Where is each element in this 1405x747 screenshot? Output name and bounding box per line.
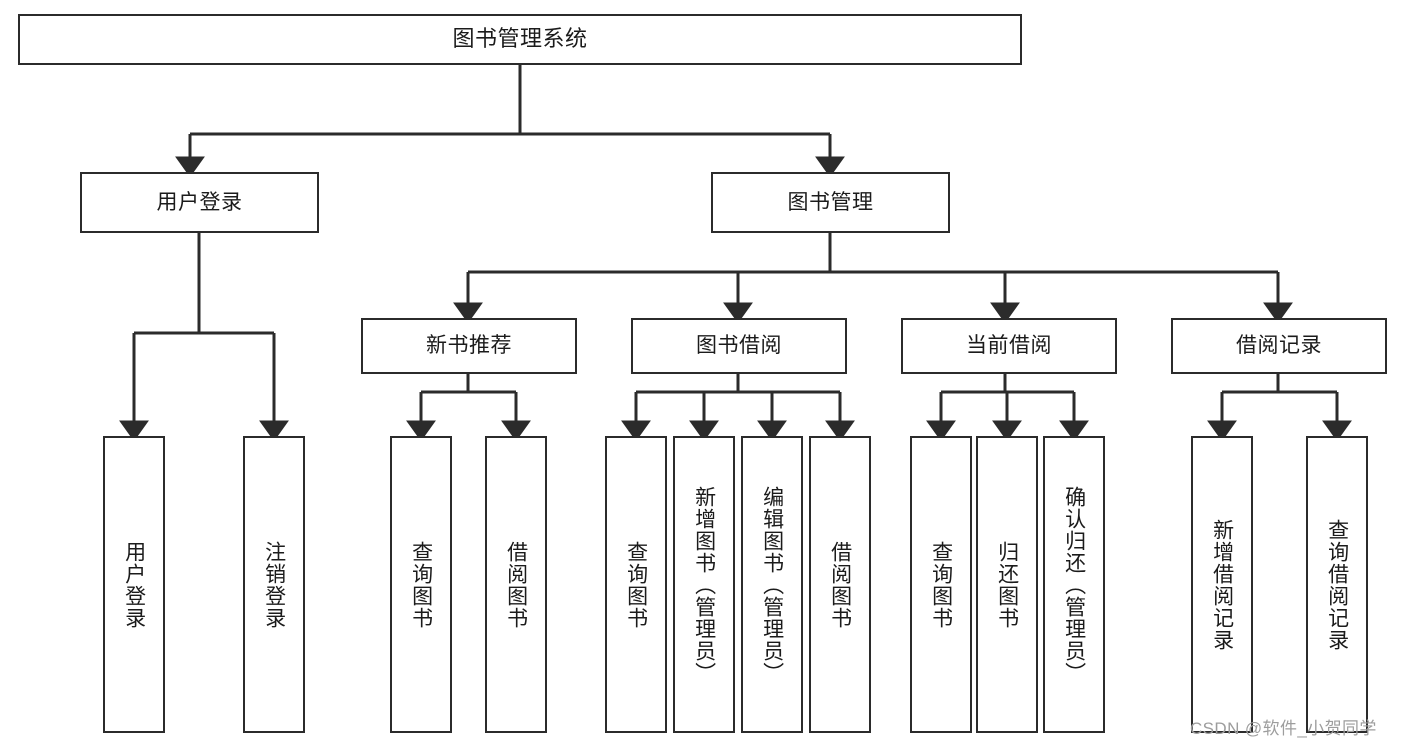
node-label: 新增图书（管理员）: [692, 485, 716, 684]
node-leaf-logout[interactable]: 注销登录: [243, 436, 305, 733]
node-label: 借阅图书: [828, 540, 852, 629]
node-label: 用户登录: [122, 540, 146, 629]
node-current-borrow[interactable]: 当前借阅: [901, 318, 1117, 374]
node-label: 注销登录: [262, 540, 286, 629]
node-user-login[interactable]: 用户登录: [80, 172, 319, 233]
node-leaf-user-login[interactable]: 用户登录: [103, 436, 165, 733]
node-label: 新增借阅记录: [1210, 518, 1234, 651]
node-book-borrow[interactable]: 图书借阅: [631, 318, 847, 374]
node-label: 当前借阅: [966, 334, 1052, 358]
node-label: 借阅图书: [504, 540, 528, 629]
node-leaf-borrow-book[interactable]: 借阅图书: [809, 436, 871, 733]
node-label: 编辑图书（管理员）: [760, 485, 784, 684]
watermark-text: CSDN @软件_小贺同学: [1190, 719, 1377, 738]
node-label: 查询图书: [409, 540, 433, 629]
node-leaf-confirm-return-admin[interactable]: 确认归还（管理员）: [1043, 436, 1105, 733]
node-leaf-edit-book-admin[interactable]: 编辑图书（管理员）: [741, 436, 803, 733]
node-borrow-record[interactable]: 借阅记录: [1171, 318, 1387, 374]
node-leaf-add-borrow-record[interactable]: 新增借阅记录: [1191, 436, 1253, 733]
node-label: 图书管理: [787, 190, 874, 214]
node-label: 归还图书: [995, 540, 1019, 629]
node-root-system[interactable]: 图书管理系统: [18, 14, 1022, 65]
node-leaf-add-book-admin[interactable]: 新增图书（管理员）: [673, 436, 735, 733]
node-label: 查询图书: [624, 540, 648, 629]
node-label: 确认归还（管理员）: [1062, 485, 1086, 684]
node-label: 新书推荐: [426, 334, 512, 358]
node-label: 图书借阅: [696, 334, 782, 358]
node-label: 用户登录: [156, 190, 243, 214]
node-leaf-return-book[interactable]: 归还图书: [976, 436, 1038, 733]
node-leaf-borrow-book-recommend[interactable]: 借阅图书: [485, 436, 547, 733]
node-label: 借阅记录: [1236, 334, 1322, 358]
node-leaf-query-book-current[interactable]: 查询图书: [910, 436, 972, 733]
node-leaf-query-book-recommend[interactable]: 查询图书: [390, 436, 452, 733]
node-label: 查询借阅记录: [1325, 518, 1349, 651]
node-label: 查询图书: [929, 540, 953, 629]
node-leaf-query-borrow-record[interactable]: 查询借阅记录: [1306, 436, 1368, 733]
node-label: 图书管理系统: [452, 26, 588, 52]
node-book-management[interactable]: 图书管理: [711, 172, 950, 233]
node-leaf-query-book-borrow[interactable]: 查询图书: [605, 436, 667, 733]
node-new-book-recommend[interactable]: 新书推荐: [361, 318, 577, 374]
